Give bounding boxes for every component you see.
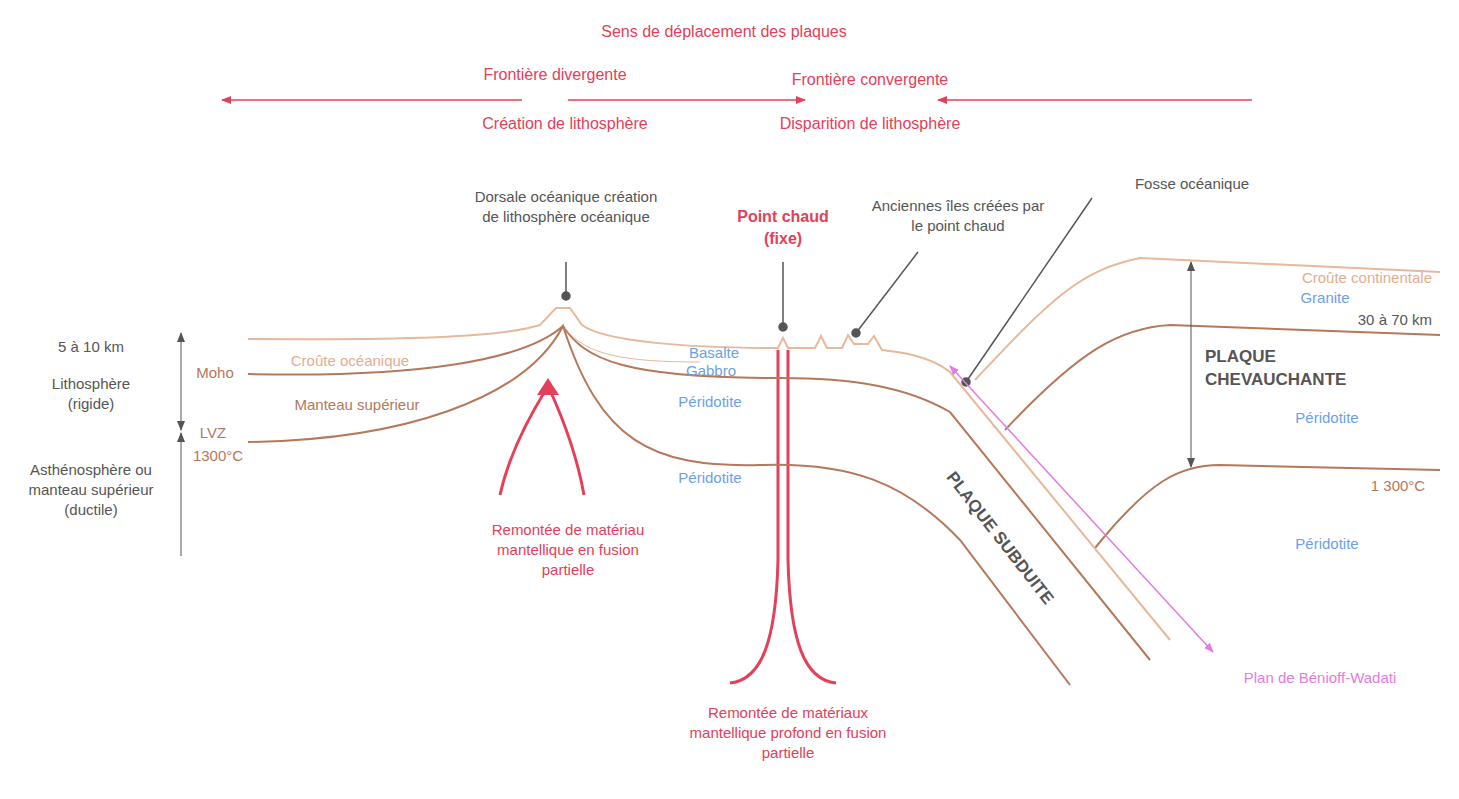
boundary-label: Disparition de lithosphère: [780, 113, 961, 135]
layer-label: Croûte continentale: [1302, 268, 1432, 288]
layer-label: Manteau supérieur: [294, 395, 419, 415]
rock-label: Granite: [1300, 288, 1349, 308]
plate-label: PLAQUE CHEVAUCHANTE: [1205, 345, 1395, 391]
boundary-label: Frontière convergente: [792, 69, 949, 91]
crust-lines: [248, 258, 1440, 640]
rock-label: Péridotite: [678, 392, 741, 412]
dimension-label: 5 à 10 km: [58, 337, 124, 357]
upwelling-label: Remontée de matériau mantellique en fusi…: [473, 520, 663, 580]
boundary-label: Frontière divergente: [483, 64, 626, 86]
layer-label: Croûte océanique: [291, 351, 409, 371]
leader-lines: [562, 198, 1092, 386]
temperature-label: 1300°C: [193, 446, 243, 466]
temperature-label: 1 300°C: [1371, 476, 1425, 496]
upwelling-head: [537, 378, 559, 395]
motion-arrows: [222, 99, 1252, 101]
rock-label: Péridotite: [678, 468, 741, 488]
boundary-name: LVZ: [200, 423, 226, 443]
hotspot-label: Point chaud (fixe): [733, 206, 833, 250]
dimension-label: 30 à 70 km: [1358, 310, 1432, 330]
layer-label: Asthénosphère ou manteau supérieur (duct…: [11, 460, 171, 520]
rock-label: Gabbro: [686, 361, 736, 381]
boundary-name: Moho: [196, 363, 234, 383]
hotspot-plume: [500, 350, 836, 683]
diagram-title: Sens de déplacement des plaques: [601, 21, 847, 43]
boundary-label: Création de lithosphère: [482, 113, 647, 135]
islands-label: Anciennes îles créées par le point chaud: [868, 196, 1048, 236]
layer-lines: [248, 325, 1440, 685]
upwelling-label: Remontée de matériaux mantellique profon…: [668, 703, 908, 763]
dimension-arrows: [181, 262, 1191, 556]
rock-label: Péridotite: [1295, 534, 1358, 554]
layer-label: Lithosphère (rigide): [31, 374, 151, 414]
trench-label: Fosse océanique: [1135, 174, 1249, 194]
rock-label: Basalte: [689, 343, 739, 363]
rock-label: Péridotite: [1295, 408, 1358, 428]
basalt-gabbro-line: [565, 328, 700, 362]
ridge-label: Dorsale océanique création de lithosphèr…: [471, 187, 661, 227]
plane-label: Plan de Bénioff-Wadati: [1244, 668, 1397, 688]
